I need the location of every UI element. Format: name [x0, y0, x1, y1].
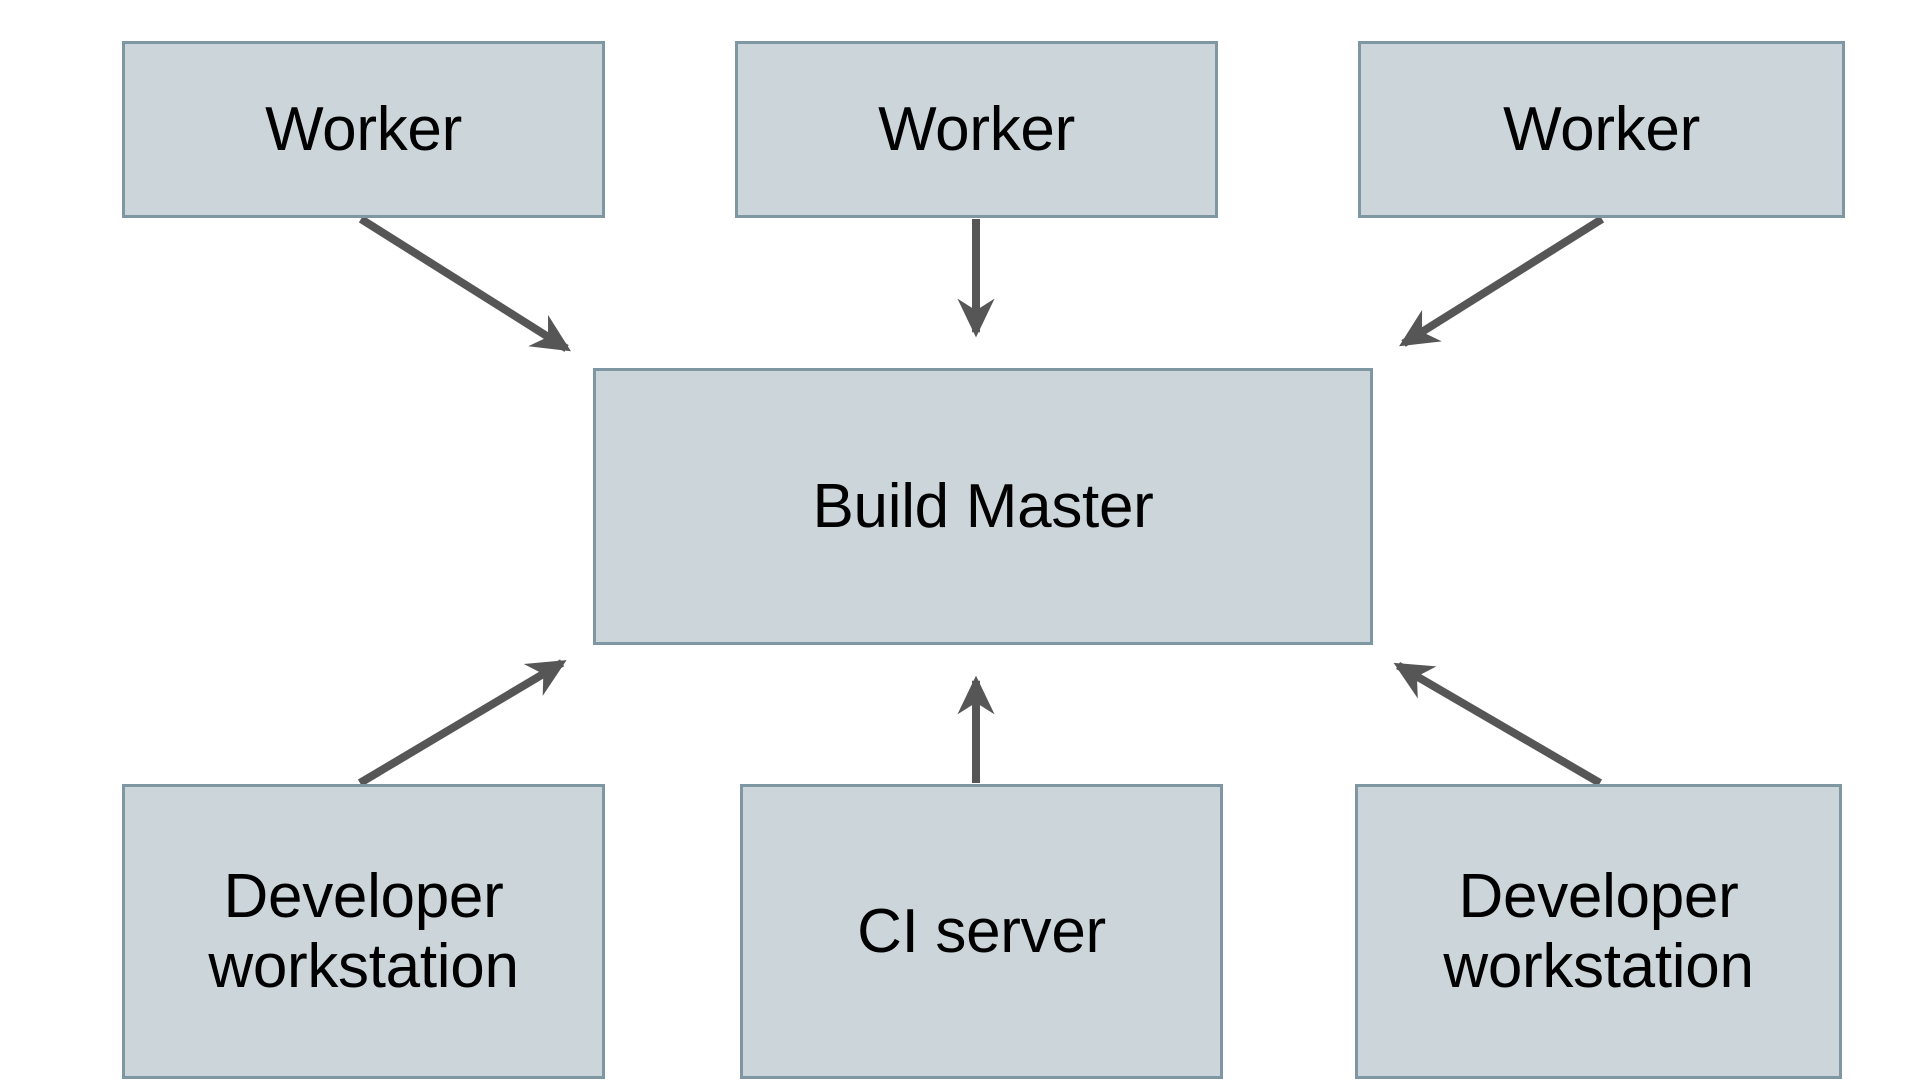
- node-build-master[interactable]: Build Master: [593, 368, 1373, 645]
- node-build-master-label: Build Master: [812, 471, 1154, 541]
- edge-worker3-to-master: [1399, 215, 1605, 347]
- node-worker-2-label: Worker: [878, 94, 1075, 164]
- node-developer-workstation-left[interactable]: Developer workstation: [122, 784, 605, 1079]
- node-worker-2[interactable]: Worker: [735, 41, 1218, 218]
- node-worker-1[interactable]: Worker: [122, 41, 605, 218]
- node-ci-server[interactable]: CI server: [740, 784, 1223, 1079]
- node-worker-1-label: Worker: [265, 94, 462, 164]
- edge-devleft-to-master: [357, 659, 567, 787]
- node-developer-workstation-right[interactable]: Developer workstation: [1355, 784, 1842, 1079]
- node-ci-server-label: CI server: [857, 896, 1106, 966]
- edge-worker1-to-master: [358, 215, 571, 352]
- node-worker-3[interactable]: Worker: [1358, 41, 1845, 218]
- node-developer-workstation-left-label: Developer workstation: [208, 862, 519, 1001]
- edge-devright-to-master: [1393, 662, 1603, 787]
- node-worker-3-label: Worker: [1503, 94, 1700, 164]
- node-developer-workstation-right-label: Developer workstation: [1443, 862, 1754, 1001]
